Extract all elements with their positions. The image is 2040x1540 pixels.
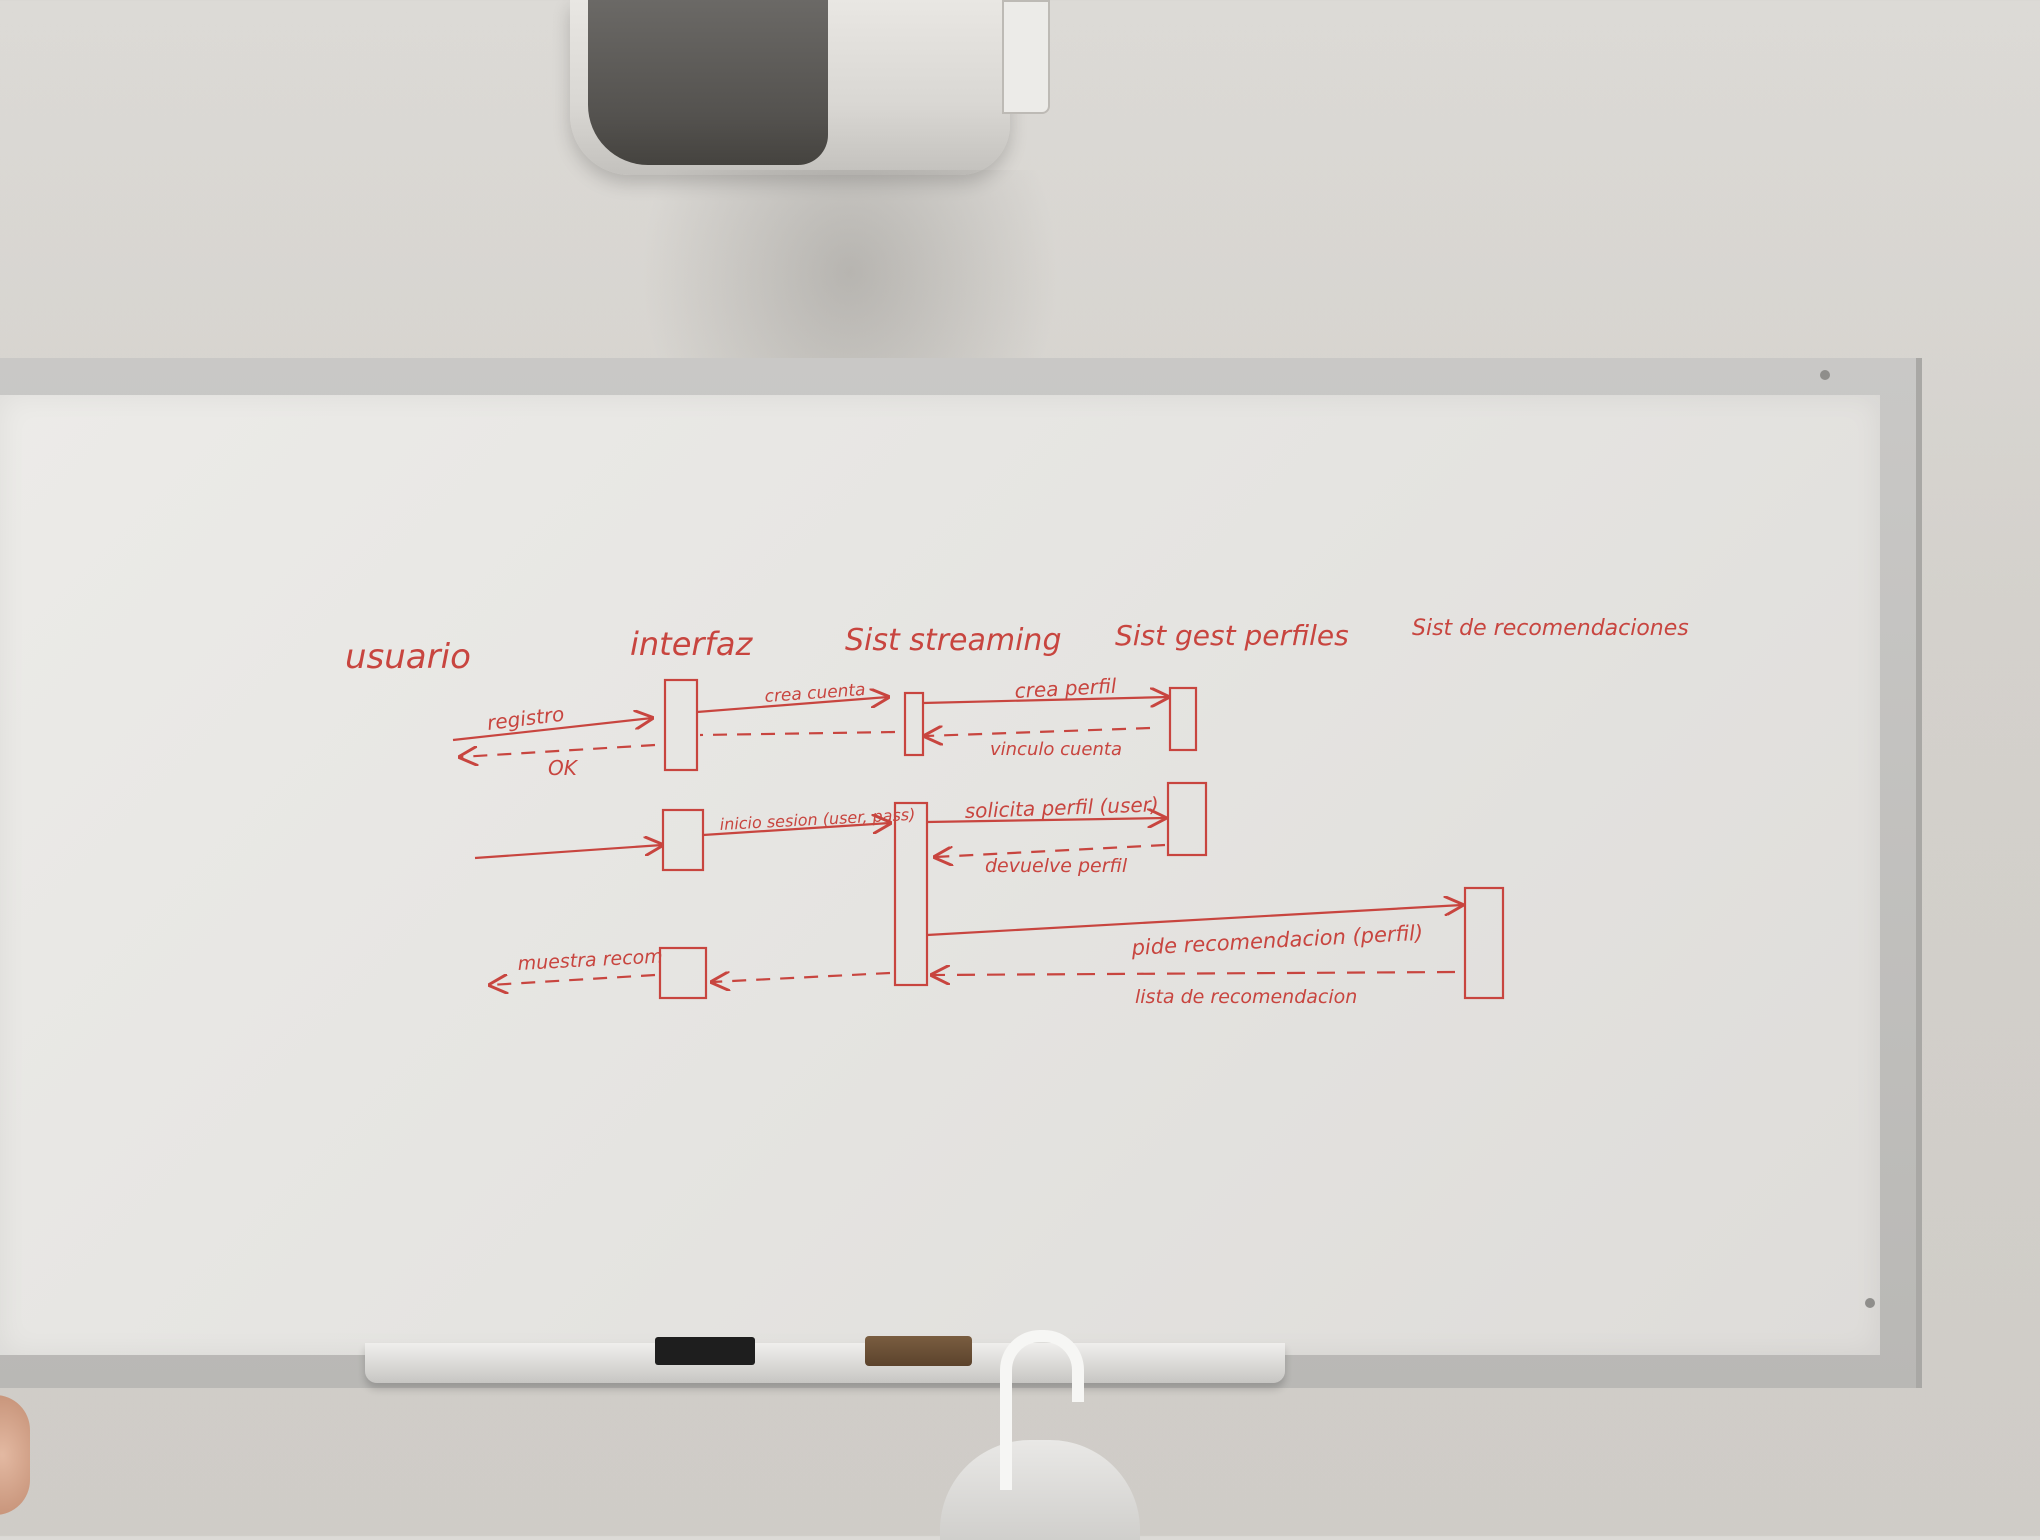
msg-ok-label: OK [548, 756, 579, 780]
participant-usuario: usuario [345, 637, 471, 677]
activation-interfaz-2 [661, 808, 705, 872]
msg-vinculo-label: vinculo cuenta [990, 739, 1122, 760]
participant-perfiles: Sist gest perfiles [1115, 619, 1349, 652]
msg-return-cuenta [699, 730, 896, 737]
msg-pide-recomendacion-label: pide recomendacion (perfil) [1130, 921, 1424, 960]
msg-inicio-sesion-arrow [702, 823, 890, 837]
msg-crea-cuenta-arrow [696, 697, 888, 714]
msg-lista-arrow [932, 972, 1456, 975]
msg-muestra-recom-label: muestra recom [517, 945, 663, 975]
activation-perfiles-1 [1168, 686, 1198, 752]
msg-devuelve-perfil-label: devuelve perfil [985, 855, 1128, 877]
participant-interfaz: interfaz [630, 625, 753, 663]
activation-streaming-2 [893, 801, 929, 987]
msg-crea-perfil-label: crea perfil [1014, 674, 1117, 703]
ceiling-projector [570, 0, 1050, 175]
frame-screw [1865, 1298, 1875, 1308]
projector-mount [1002, 0, 1050, 114]
whiteboard-surface [0, 395, 1880, 1355]
msg-lista-label: lista de recomendacion [1135, 986, 1357, 1008]
msg-streaming-interfaz-arrow [712, 973, 891, 982]
msg-solicita-perfil-arrow [926, 818, 1165, 822]
msg-registro-arrow [452, 718, 652, 742]
activation-interfaz-1 [663, 678, 699, 772]
msg-crea-perfil-arrow [922, 697, 1168, 703]
msg-user-interfaz-arrow [474, 845, 662, 860]
frame-screw [1820, 370, 1830, 380]
msg-vinculo-arrow [925, 728, 1151, 736]
black-marker [655, 1337, 755, 1365]
msg-crea-cuenta-label: crea cuenta [764, 680, 866, 707]
projector-front [588, 0, 828, 165]
activation-perfiles-2 [1166, 781, 1208, 857]
msg-ok-arrow [460, 743, 656, 757]
participant-streaming: Sist streaming [845, 623, 1062, 658]
msg-muestra-recom-arrow [490, 973, 656, 985]
activation-streaming-1 [903, 691, 925, 757]
board-eraser [865, 1336, 972, 1366]
msg-pide-recomendacion-arrow [926, 905, 1462, 937]
person-hand [0, 1395, 30, 1515]
activation-interfaz-3 [658, 946, 708, 1000]
activation-recomendaciones [1463, 886, 1505, 1000]
msg-inicio-sesion-label: inicio sesion (user, pass) [719, 805, 916, 834]
marker-tray [365, 1343, 1285, 1383]
participant-recomendaciones: Sist de recomendaciones [1412, 616, 1689, 641]
